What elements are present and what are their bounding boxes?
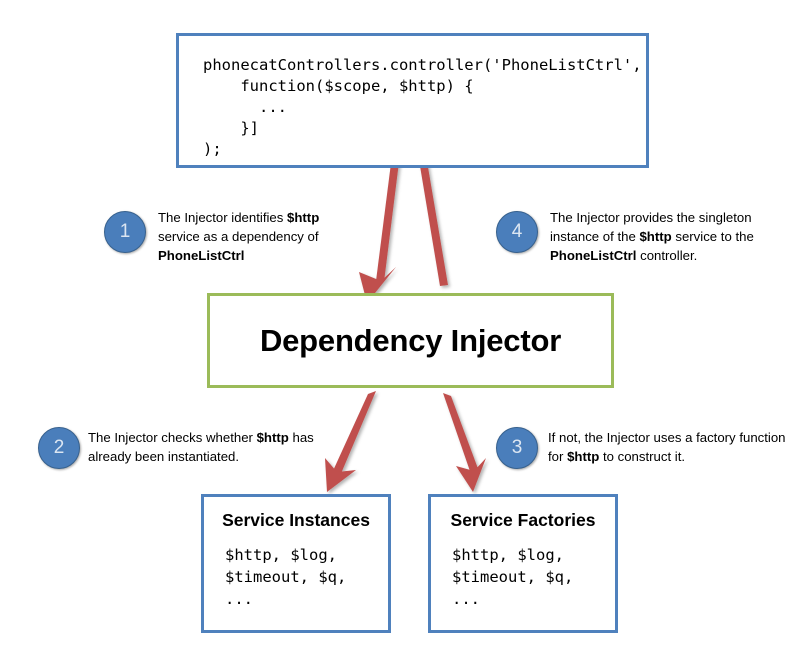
annotation-4-text: The Injector provides the singleton inst… (550, 210, 754, 263)
annotation-1-text: The Injector identifies $http service as… (158, 210, 320, 263)
annotation-3-text: If not, the Injector uses a factory func… (548, 430, 786, 464)
annotation-3-badge: 3 (496, 427, 538, 469)
dependency-injector-box: Dependency Injector (207, 293, 614, 388)
service-instances-title: Service Instances (222, 510, 370, 530)
code-box: phonecatControllers.controller('PhoneLis… (176, 33, 649, 168)
code-snippet: phonecatControllers.controller('PhoneLis… (203, 56, 642, 158)
annotation-1-badge: 1 (104, 211, 146, 253)
arrow-injector-to-factories (443, 393, 486, 492)
service-factories-box: Service Factories $http, $log, $timeout,… (428, 494, 618, 633)
service-factories-list: $http, $log, $timeout, $q, ... (452, 546, 574, 608)
service-instances-box: Service Instances $http, $log, $timeout,… (201, 494, 391, 633)
annotation-2-text: The Injector checks whether $http has al… (88, 430, 314, 464)
service-instances-list: $http, $log, $timeout, $q, ... (225, 546, 347, 608)
dependency-injector-title: Dependency Injector (259, 322, 562, 358)
annotation-4-badge: 4 (496, 211, 538, 253)
service-factories-title: Service Factories (450, 510, 596, 530)
annotation-2-badge: 2 (38, 427, 80, 469)
